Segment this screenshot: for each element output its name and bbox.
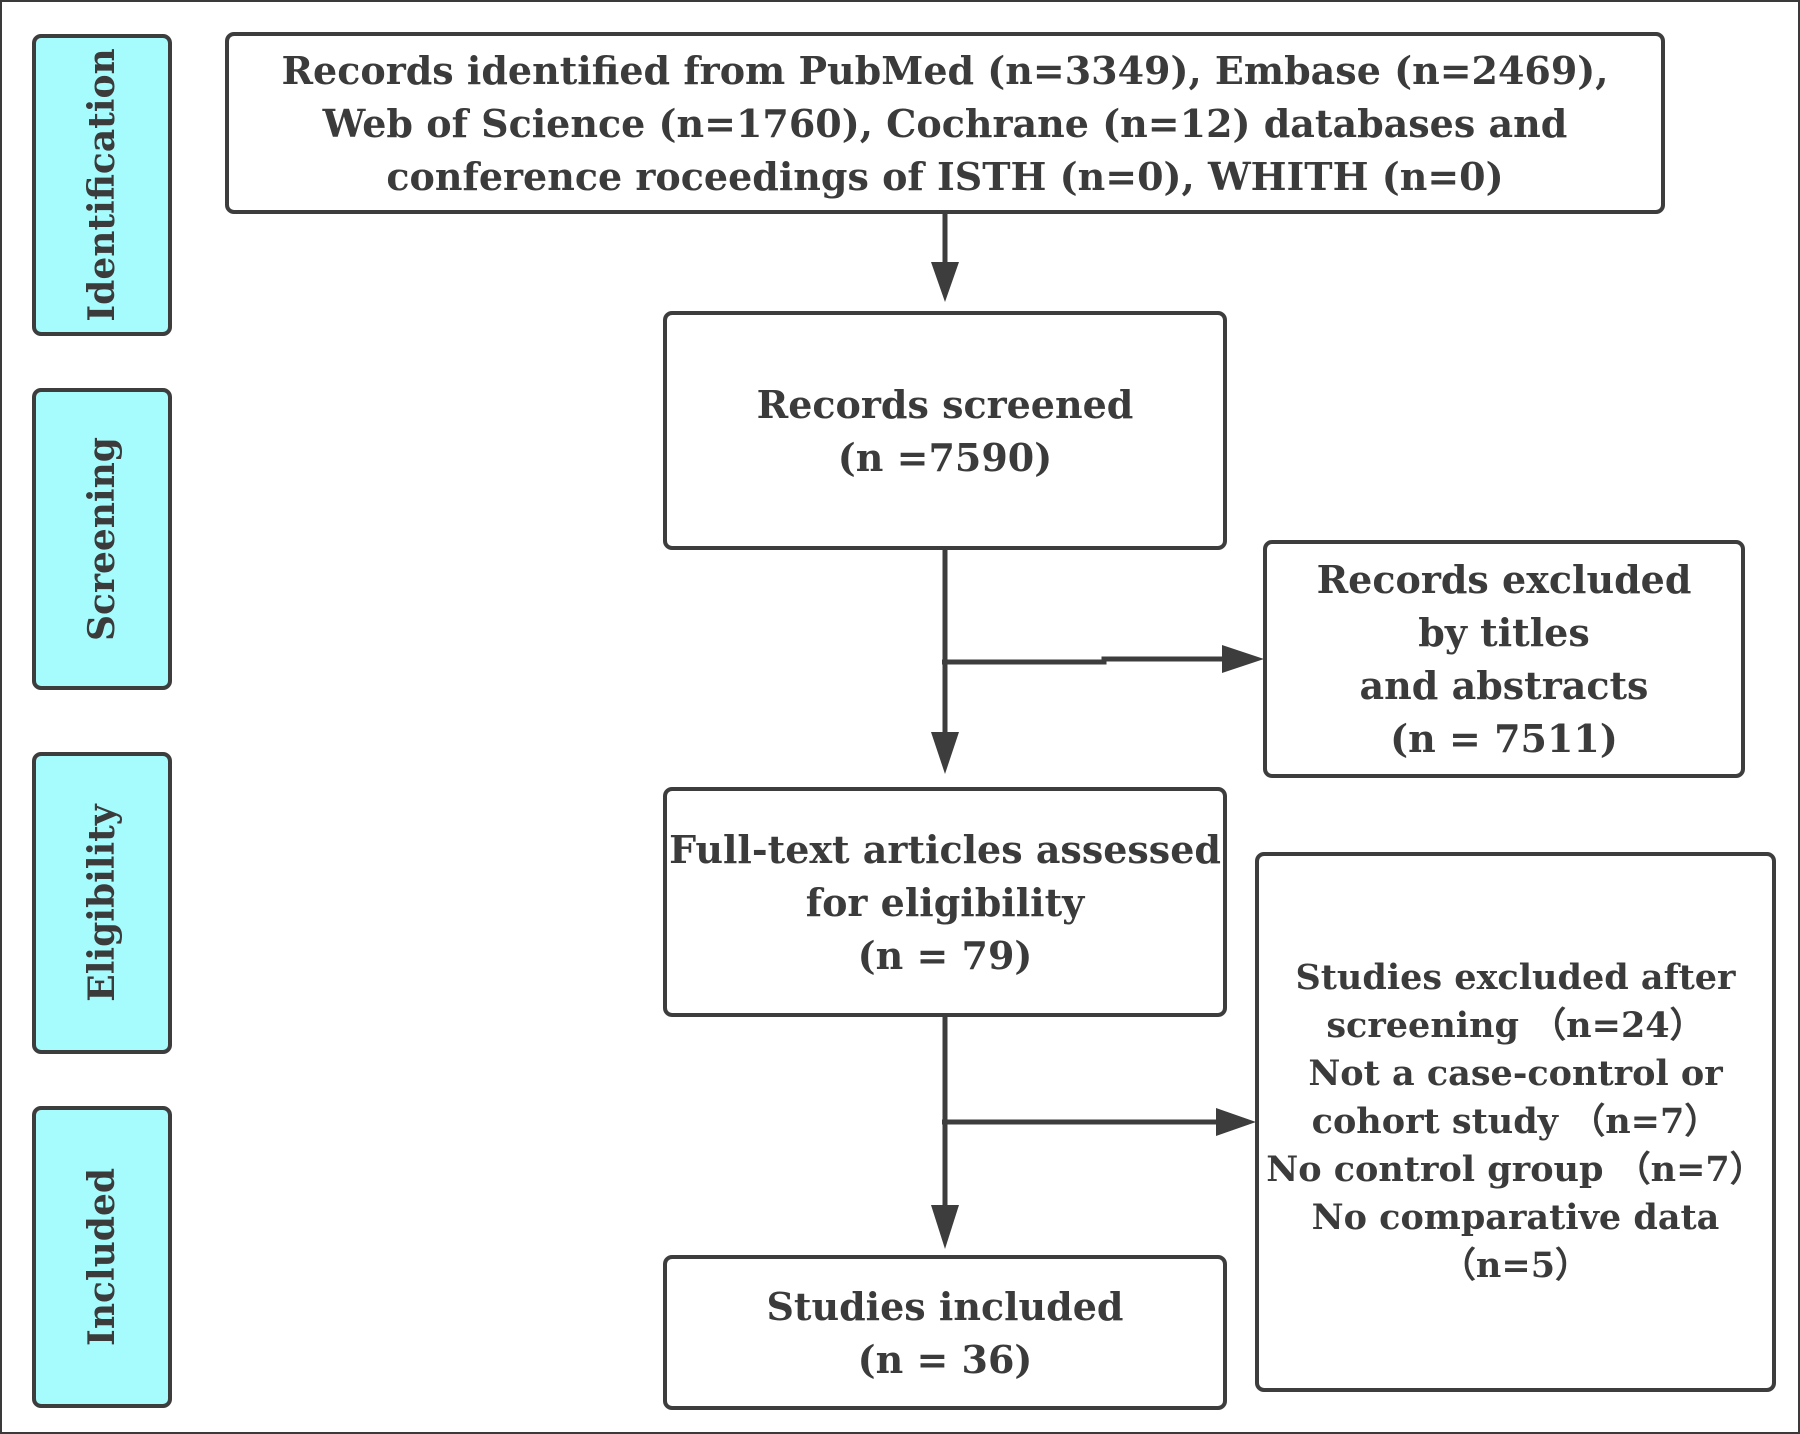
box-line: screening （n=24） xyxy=(1326,1005,1705,1046)
box-line: by titles xyxy=(1418,610,1590,655)
box-records-excluded-titles: Records excluded by titles and abstracts… xyxy=(1263,540,1745,778)
arrowhead-excluded-after xyxy=(1216,1108,1256,1136)
box-line: cohort study （n=7） xyxy=(1311,1101,1720,1142)
phase-eligibility: Eligibility xyxy=(32,752,172,1054)
phase-screening: Screening xyxy=(32,388,172,690)
phase-included: Included xyxy=(32,1106,172,1408)
box-line: (n =7590) xyxy=(837,434,1053,480)
box-line: （n=5） xyxy=(1440,1245,1591,1286)
box-full-text-assessed: Full-text articles assessed for eligibil… xyxy=(663,787,1227,1017)
arrowhead-fulltext xyxy=(931,732,959,774)
box-line: No control group （n=7） xyxy=(1266,1149,1765,1190)
box-line: Not a case-control or xyxy=(1308,1053,1723,1094)
box-line: Records excluded xyxy=(1316,557,1692,602)
box-studies-excluded-after: Studies excluded after screening （n=24） … xyxy=(1255,852,1776,1392)
box-line: Full-text articles assessed xyxy=(669,826,1221,872)
box-line: Records screened xyxy=(756,381,1134,427)
box-line: Studies included xyxy=(766,1283,1124,1329)
phase-identification: Identification xyxy=(32,34,172,336)
box-records-identified: Records identified from PubMed (n=3349),… xyxy=(225,32,1665,214)
box-line: No comparative data xyxy=(1311,1197,1720,1238)
box-line: Studies excluded after xyxy=(1295,957,1736,998)
box-line: (n = 79) xyxy=(857,932,1033,978)
box-records-screened: Records screened (n =7590) xyxy=(663,311,1227,550)
box-line: Web of Science (n=1760), Cochrane (n=12)… xyxy=(322,100,1568,146)
arrowhead-included xyxy=(931,1205,959,1249)
box-line: (n = 7511) xyxy=(1390,716,1618,761)
box-line: (n = 36) xyxy=(857,1336,1033,1382)
arrow-to-excluded-titles xyxy=(942,656,1224,665)
box-line: for eligibility xyxy=(805,879,1085,925)
arrowhead-excluded-titles xyxy=(1222,645,1264,673)
box-studies-included: Studies included (n = 36) xyxy=(663,1255,1227,1410)
box-line: conference roceedings of ISTH (n=0), WHI… xyxy=(386,153,1504,199)
arrowhead-screened xyxy=(931,262,959,302)
box-line: Records identified from PubMed (n=3349),… xyxy=(281,47,1609,93)
box-line: and abstracts xyxy=(1359,663,1649,708)
